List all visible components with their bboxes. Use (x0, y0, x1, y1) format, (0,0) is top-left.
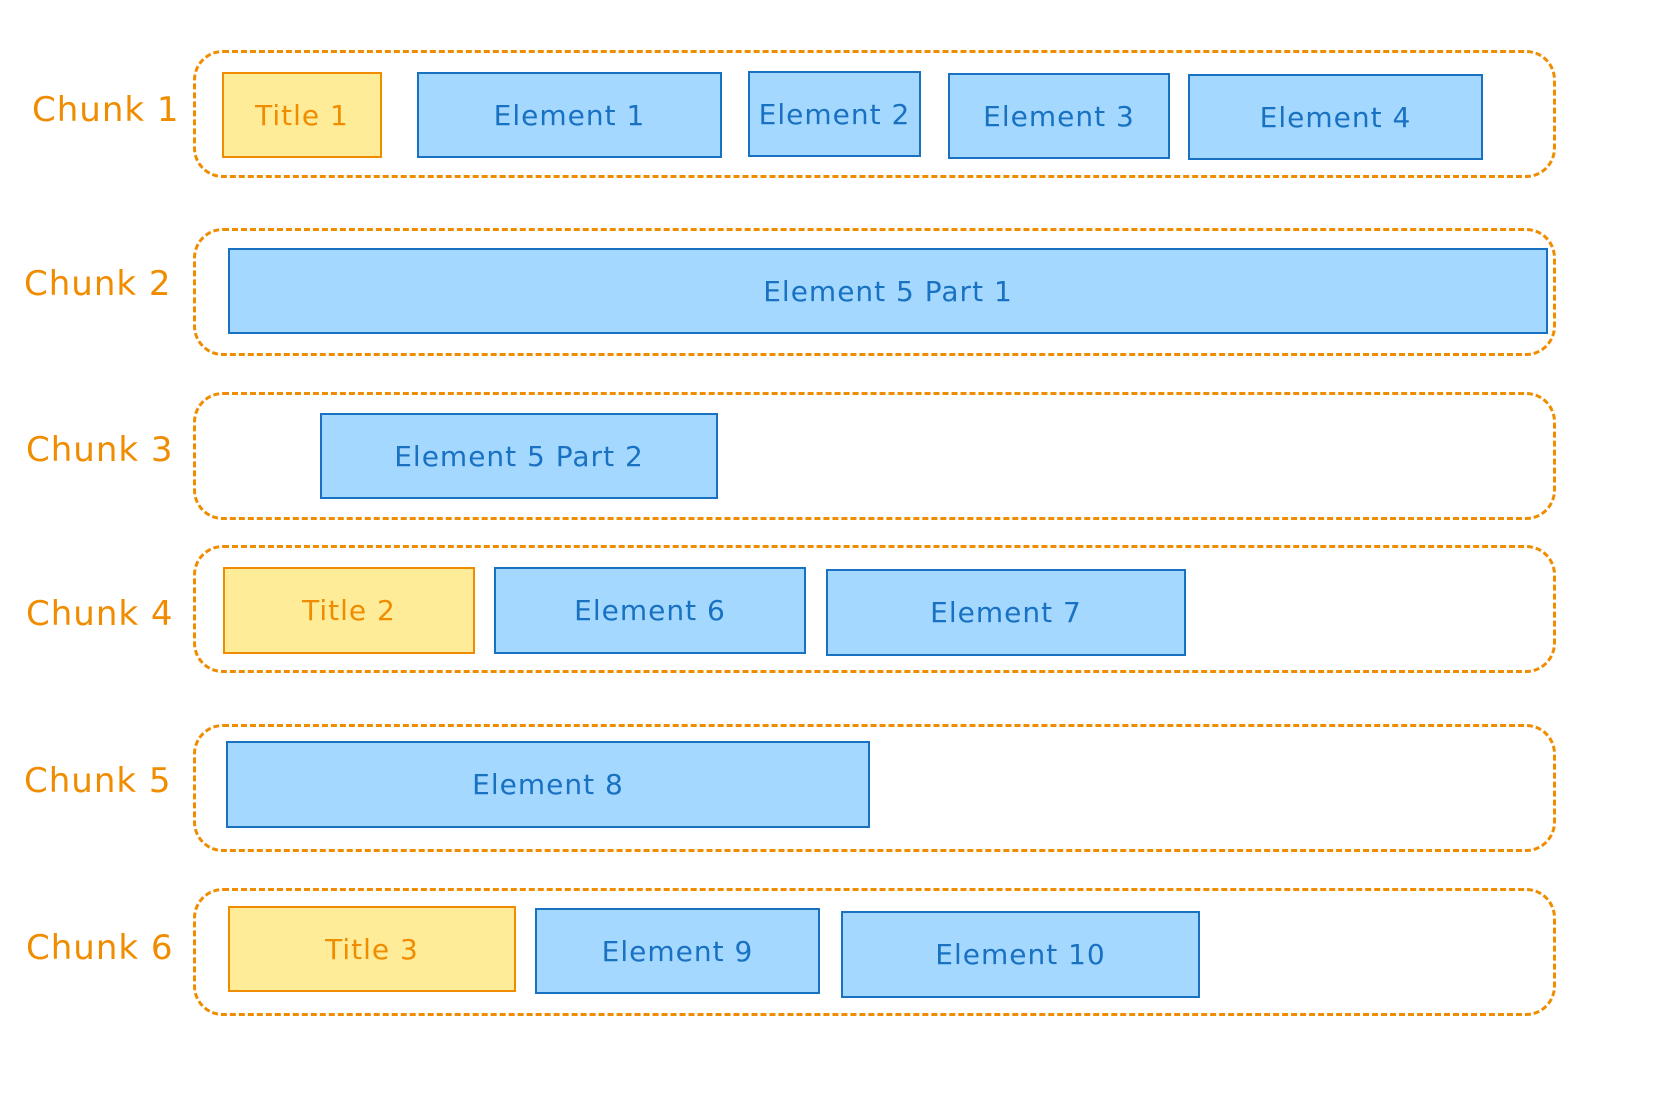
chunk-label: Chunk 4 (26, 594, 174, 634)
element-box: Element 9 (535, 908, 820, 994)
title-box: Title 1 (222, 72, 382, 158)
chunk-label: Chunk 2 (24, 264, 172, 304)
chunk-frame (193, 392, 1556, 520)
chunk-frame (193, 228, 1556, 356)
element-box: Element 8 (226, 741, 870, 828)
element-box: Element 3 (948, 73, 1170, 159)
title-box: Title 2 (223, 567, 475, 654)
chunk-frame (193, 724, 1556, 852)
chunk-frame (193, 888, 1556, 1016)
element-box: Element 7 (826, 569, 1186, 656)
title-box: Title 3 (228, 906, 516, 992)
chunk-label: Chunk 6 (26, 928, 174, 968)
element-box: Element 5 Part 1 (228, 248, 1548, 334)
chunk-label: Chunk 5 (24, 761, 172, 801)
chunk-frame (193, 50, 1556, 178)
element-box: Element 2 (748, 71, 921, 157)
element-box: Element 10 (841, 911, 1200, 998)
element-box: Element 6 (494, 567, 806, 654)
chunk-frame (193, 545, 1556, 673)
chunk-label: Chunk 3 (26, 430, 174, 470)
element-box: Element 5 Part 2 (320, 413, 718, 499)
chunk-label: Chunk 1 (32, 90, 180, 130)
element-box: Element 1 (417, 72, 722, 158)
element-box: Element 4 (1188, 74, 1483, 160)
